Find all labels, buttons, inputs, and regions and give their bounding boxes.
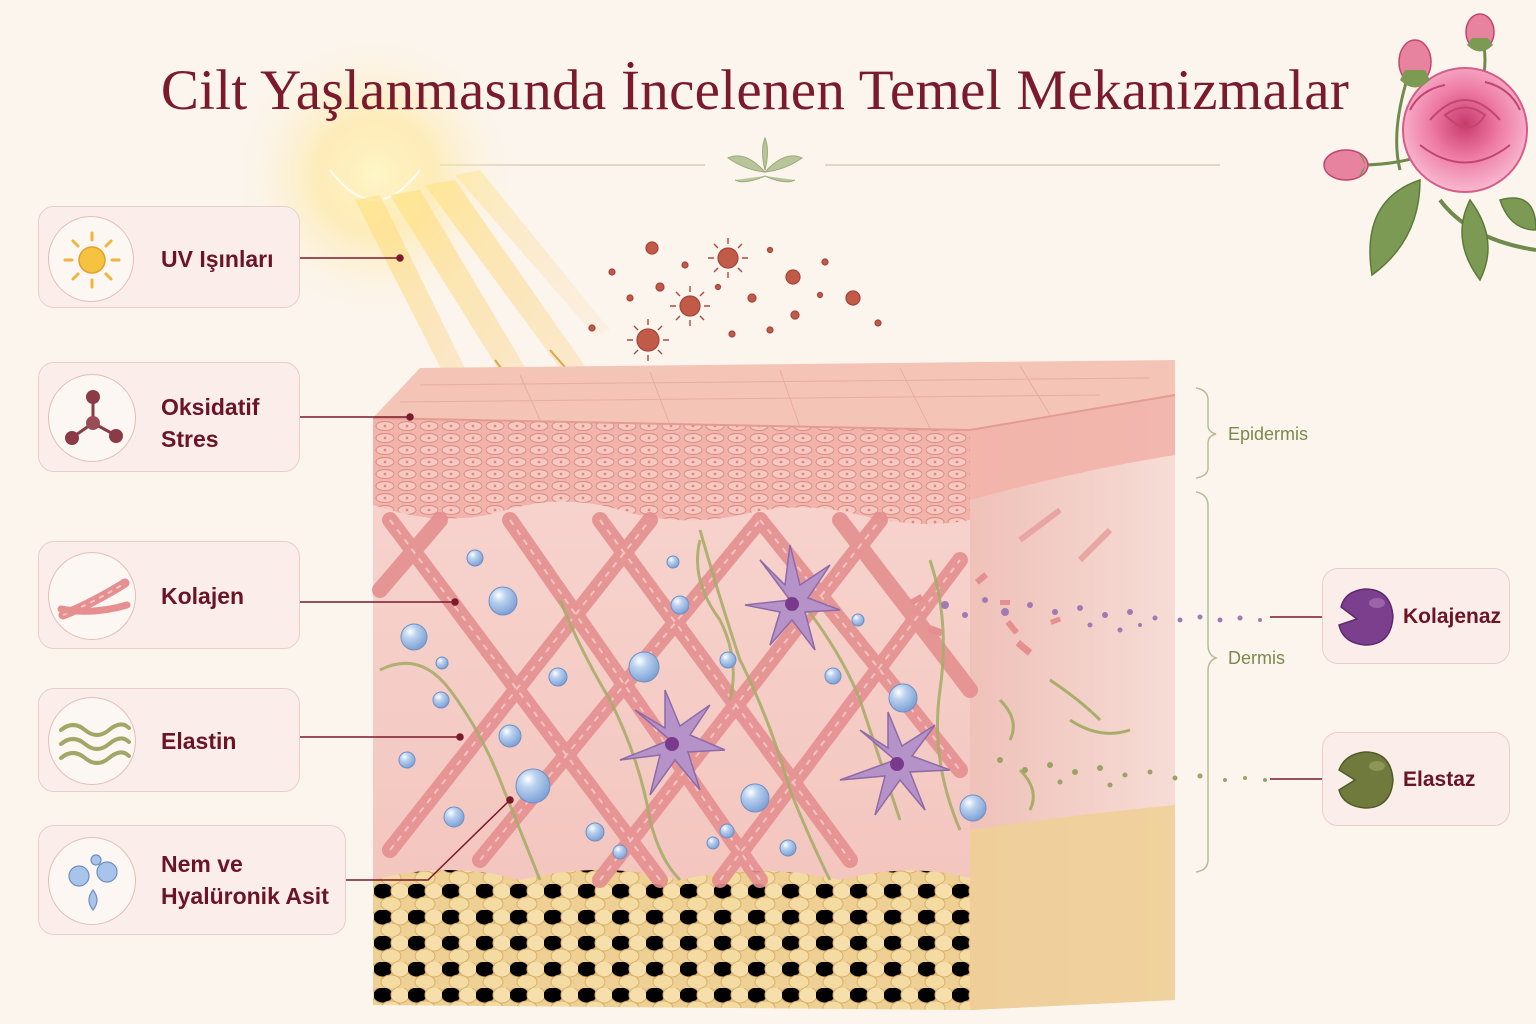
hyaluronic-bubbles [398, 549, 987, 860]
rose-decoration [1323, 13, 1536, 282]
elastin-wave-icon [48, 697, 136, 785]
label-card-oxidative: Oksidatif Stres [38, 362, 300, 472]
free-radical-icon [636, 241, 861, 352]
elastin-fibers [379, 529, 962, 882]
elastase-trail [997, 757, 1267, 788]
water-drops-icon [48, 837, 136, 925]
collagenase-trail [941, 597, 1262, 633]
label-card-elastin: Elastin [38, 688, 300, 792]
title-divider [440, 136, 1220, 183]
label-oxidative: Oksidatif Stres [161, 394, 260, 452]
skin-block [372, 360, 1176, 1010]
sun-icon [48, 216, 134, 302]
collagen-fiber-icon [48, 552, 136, 640]
leaf-ornament-icon [727, 136, 803, 183]
leaf-icon [1461, 198, 1489, 282]
free-radicals [431, 238, 882, 429]
damaged-fibers [909, 507, 1113, 656]
leaf-icon [1369, 178, 1421, 277]
collagenase-enzyme-icon [1333, 585, 1397, 649]
layer-brackets [1195, 387, 1219, 873]
label-uv: UV Işınları [161, 246, 274, 272]
label-card-uv: UV Işınları [38, 206, 300, 308]
label-card-collagen: Kolajen [38, 541, 300, 649]
layer-label-dermis: Dermis [1228, 648, 1285, 668]
elastase-enzyme-icon [1333, 748, 1397, 812]
label-card-collagenase: Kolajenaz [1322, 568, 1510, 664]
molecule-icon [48, 374, 136, 462]
leaf-icon [1499, 197, 1536, 231]
label-card-moisture: Nem ve Hyalüronik Asit [38, 825, 346, 935]
label-collagen: Kolajen [161, 583, 245, 609]
layer-label-epidermis: Epidermis [1228, 424, 1309, 444]
label-card-elastase: Elastaz [1322, 732, 1510, 826]
page-title: Cilt Yaşlanmasında İncelenen Temel Mekan… [160, 59, 1350, 122]
label-collagenase: Kolajenaz [1403, 605, 1502, 628]
label-elastin: Elastin [161, 728, 237, 754]
label-moisture: Nem ve Hyalüronik Asit [161, 851, 329, 909]
label-elastase: Elastaz [1403, 768, 1476, 791]
